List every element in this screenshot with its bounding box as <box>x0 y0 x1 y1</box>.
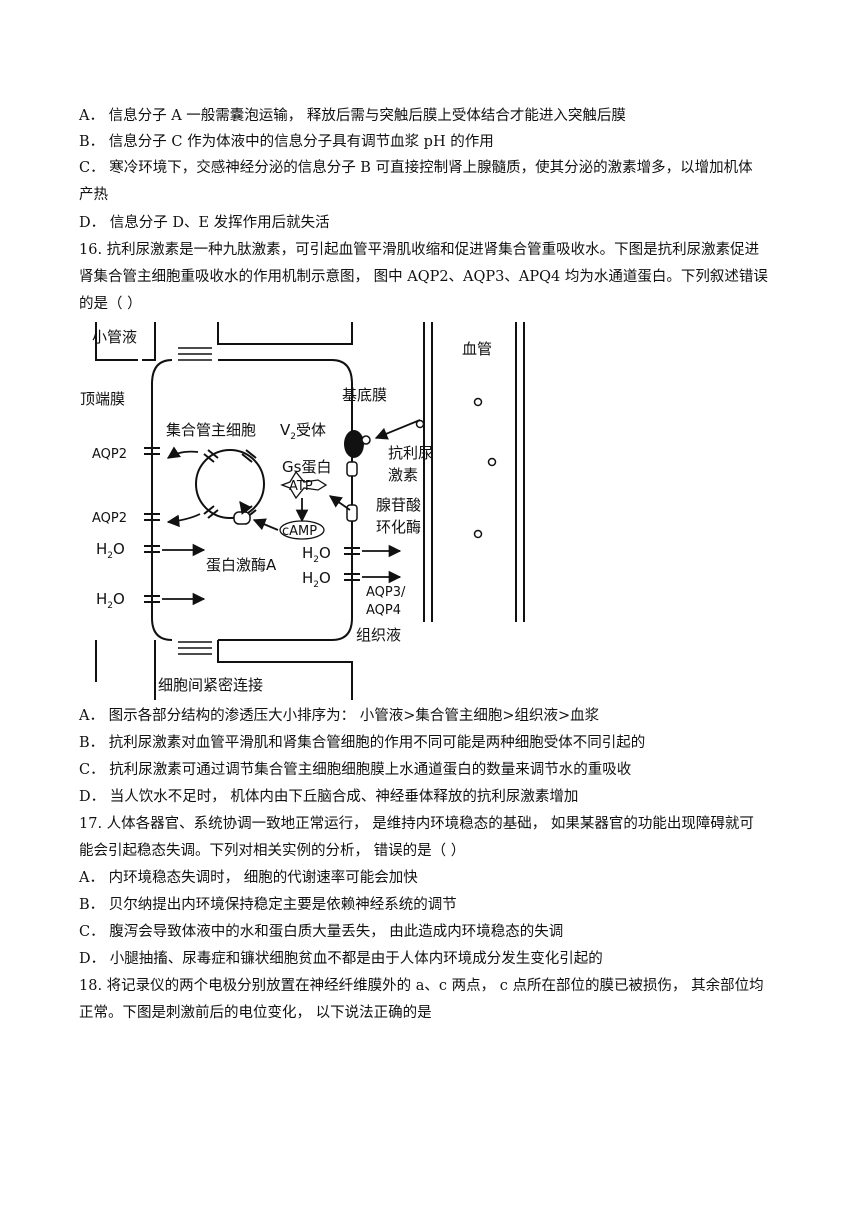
q15-option-d: D． 信息分子 D、E 发挥作用后就失活 <box>79 215 330 231</box>
label-water-3: H2O <box>302 544 331 565</box>
protein-kinase-a-shape <box>233 511 251 525</box>
q15-option-a: A． 信息分子 A 一般需囊泡运输， 释放后需与突触后膜上受体结合才能进入突触后… <box>79 108 626 124</box>
label-aqp3-aqp4-line2: AQP4 <box>366 603 401 618</box>
q16-option-d: D． 当人饮水不足时， 机体内由下丘脑合成、神经垂体释放的抗利尿激素增加 <box>79 789 579 805</box>
label-protein-kinase-a: 蛋白激酶A <box>206 556 277 574</box>
q16-stem-line2: 肾集合管主细胞重吸收水的作用机制示意图， 图中 AQP2、AQP3、APQ4 均… <box>79 269 768 285</box>
q15-option-b: B． 信息分子 C 作为体液中的信息分子具有调节血浆 pH 的作用 <box>79 134 494 150</box>
q15-option-c: C． 寒冷环境下，交感神经分泌的信息分子 B 可直接控制肾上腺髓质，使其分泌的激… <box>79 160 753 176</box>
q16-option-a: A． 图示各部分结构的渗透压大小排序为： 小管液>集合管主细胞>组织液>血浆 <box>79 708 600 724</box>
label-adh-line1: 抗利尿 <box>388 444 433 462</box>
q17-option-d: D． 小腿抽搐、尿毒症和镰状细胞贫血不都是由于人体内环境成分发生变化引起的 <box>79 951 603 967</box>
label-aqp2-upper: AQP2 <box>92 447 127 462</box>
q17-option-c: C． 腹泻会导致体液中的水和蛋白质大量丢失， 由此造成内环境稳态的失调 <box>79 924 564 940</box>
label-water-1: H2O <box>96 540 125 561</box>
q17-stem-line1: 17. 人体各器官、系统协调一致地正常运行， 是维持内环境稳态的基础， 如果某器… <box>79 816 754 832</box>
v2-receptor-shape <box>344 430 364 458</box>
label-basal-membrane: 基底膜 <box>342 386 387 404</box>
label-blood-vessel: 血管 <box>462 340 492 358</box>
label-tight-junction: 细胞间紧密连接 <box>158 676 263 694</box>
q18-stem-line1: 18. 将记录仪的两个电极分别放置在神经纤维膜外的 a、c 两点， c 点所在部… <box>79 978 764 994</box>
q16-stem-line1: 16. 抗利尿激素是一种九肽激素，可引起血管平滑肌收缩和促进肾集合管重吸收水。下… <box>79 242 760 258</box>
q17-stem-line2: 能会引起稳态失调。下列对相关实例的分析， 错误的是（ ） <box>79 843 466 859</box>
vessel-left-wall <box>423 322 433 622</box>
label-adenylyl-cyclase-line1: 腺苷酸 <box>376 496 421 514</box>
q18-stem-line2: 正常。下图是刺激前后的电位变化， 以下说法正确的是 <box>79 1005 432 1021</box>
vesicle-ring <box>195 449 265 519</box>
label-aqp2-lower: AQP2 <box>92 511 127 526</box>
label-aqp3-aqp4-line1: AQP3/ <box>366 585 406 600</box>
q15-option-c-cont: 产热 <box>79 187 108 203</box>
cell-left-membrane <box>151 359 173 641</box>
q16-option-b: B． 抗利尿激素对血管平滑肌和肾集合管细胞的作用不同可能是两种细胞受体不同引起的 <box>79 735 646 751</box>
label-water-4: H2O <box>302 569 331 590</box>
label-adenylyl-cyclase-line2: 环化酶 <box>376 518 421 536</box>
adh-mechanism-diagram: 小管液 顶端膜 集合管主细胞 V2受体 基底膜 血管 抗利尿 激素 Gs蛋白 A… <box>80 322 525 700</box>
label-v2-receptor: V2受体 <box>280 421 326 442</box>
label-atp: ATP <box>289 479 313 494</box>
adenylyl-cyclase-shape <box>346 504 358 522</box>
gs-protein-shape <box>346 461 358 477</box>
label-water-2: H2O <box>96 590 125 611</box>
q16-option-c: C． 抗利尿激素可通过调节集合管主细胞细胞膜上水通道蛋白的数量来调节水的重吸收 <box>79 762 632 778</box>
label-adh-line2: 激素 <box>388 466 418 484</box>
q17-option-a: A． 内环境稳态失调时， 细胞的代谢速率可能会加快 <box>79 870 418 886</box>
cell-right-membrane <box>218 359 353 641</box>
label-gs-protein: Gs蛋白 <box>282 458 331 476</box>
q16-stem-line3: 的是（ ） <box>79 296 142 312</box>
atp-star <box>280 470 328 500</box>
q17-option-b: B． 贝尔纳提出内环境保持稳定主要是依赖神经系统的调节 <box>79 897 457 913</box>
label-tubule-fluid: 小管液 <box>92 328 137 346</box>
label-apical-membrane: 顶端膜 <box>80 390 125 408</box>
upper-cell-wall <box>217 322 353 345</box>
label-camp: cAMP <box>282 524 317 539</box>
upper-left-wall <box>95 322 138 361</box>
vessel-right-wall <box>515 322 525 622</box>
label-principal-cell: 集合管主细胞 <box>166 421 256 439</box>
label-tissue-fluid: 组织液 <box>356 626 401 644</box>
